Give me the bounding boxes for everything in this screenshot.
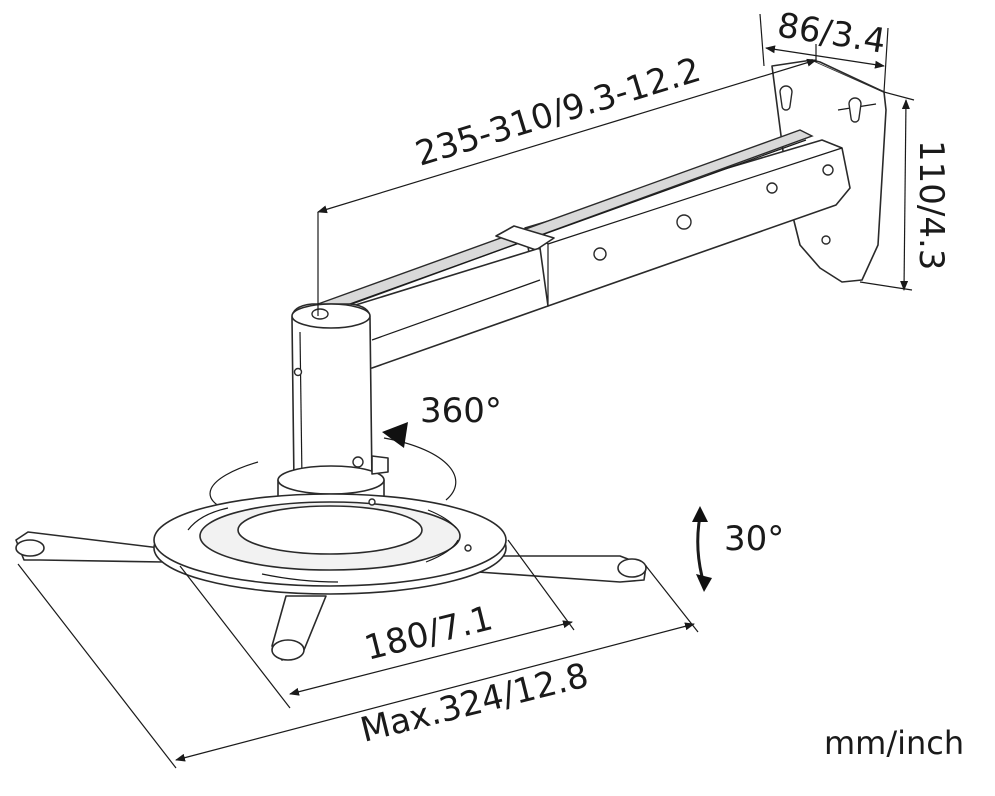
max-span-label: Max.324/12.8 [357, 656, 593, 751]
tilt-arrow [692, 506, 712, 592]
dimension-lines [17, 13, 915, 769]
vertical-column [291, 303, 373, 499]
projector-plate [15, 493, 647, 661]
rotation-label: 360° [420, 391, 502, 431]
plate-depth-label: 86/3.4 [775, 5, 889, 62]
plate-height-label: 110/4.3 [911, 140, 951, 270]
tilt-label: 30° [724, 519, 784, 559]
arm-length-label: 235-310/9.3-12.2 [411, 50, 705, 175]
units-label: mm/inch [824, 724, 964, 762]
